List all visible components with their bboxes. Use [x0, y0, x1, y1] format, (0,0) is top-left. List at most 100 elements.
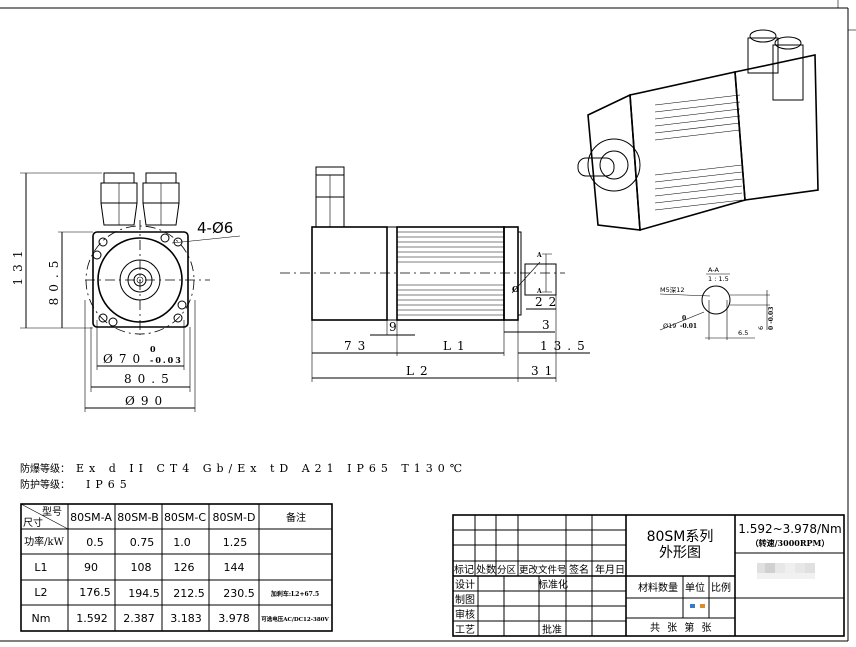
note-brake: 加刹车:L2+67.5 [270, 590, 319, 598]
front-view: 131 80.5 4-Ø6 Ø70 0 -0.03 80.5 Ø90 [11, 172, 241, 412]
dim-9: 9 [389, 320, 397, 334]
header-notes: 备注 [286, 511, 306, 524]
shaft-tol-upper: 0 [682, 315, 686, 322]
shaft-tol-lower: -0.01 [680, 323, 697, 330]
unit-label: 单位 [685, 581, 705, 594]
cell: 90 [84, 561, 98, 574]
header-80sm-d: 80SM-D [213, 511, 256, 524]
side-view: Ø A A 9 73 L1 3 13.5 22 L2 31 [280, 166, 591, 382]
rev-header-zone: 分区 [497, 565, 517, 576]
pilot-tol-lower: -0.03 [150, 355, 183, 365]
dim-131: 131 [11, 245, 25, 286]
header-80sm-b: 80SM-B [117, 511, 159, 524]
rev-header-mark: 标记 [454, 564, 474, 576]
cooling-fins [397, 231, 504, 316]
note-voltage: 可选电压AC/DC12-380V [261, 615, 329, 623]
cell: 3.978 [218, 612, 250, 625]
shaft-dia-mark: Ø [512, 284, 519, 294]
cell: 176.5 [79, 586, 111, 599]
cell: 1.25 [223, 536, 248, 549]
torque-range: 1.592~3.978/Nm [738, 522, 841, 536]
sheets-label: 共 张 第 张 [650, 621, 714, 634]
pilot-tol-upper: 0 [150, 344, 156, 354]
model-table: 型号 尺寸 80SM-A 80SM-B 80SM-C 80SM-D 备注 功率/… [20, 503, 333, 632]
role-review: 审核 [455, 608, 475, 621]
cell: 0.75 [130, 536, 155, 549]
section-scale: 1 : 1.5 [708, 275, 729, 283]
role-drafting: 制图 [455, 593, 475, 606]
role-design: 设计 [455, 578, 475, 591]
rev-header-doc: 更改文件号 [519, 564, 567, 576]
holes-label: 4-Ø6 [197, 219, 233, 237]
row-label-l2: L2 [34, 586, 47, 599]
unit-mark [700, 604, 705, 608]
shaft-dia-label: Ø19 [663, 322, 676, 330]
dim-pilot-dia: Ø70 [103, 352, 146, 366]
title-block: 标记 处数 分区 更改文件号 签名 年月日 设计 制图 审核 工艺 标准化 批准… [452, 514, 845, 637]
dim-22: 22 [535, 295, 562, 309]
row-label-power: 功率/kW [24, 535, 64, 548]
protection-value: IP65 [86, 478, 132, 491]
specs: 防爆等级： Ex d II CT4 Gb/Ex tD A21 IP65 T130… [20, 462, 467, 491]
rev-header-date: 年月日 [595, 563, 625, 576]
cell: 2.387 [123, 612, 155, 625]
dim-13-5: 13.5 [540, 339, 591, 353]
cell: 212.5 [173, 587, 205, 600]
mounting-holes [92, 233, 187, 327]
dim-L1: L1 [443, 339, 471, 353]
fins-3d [654, 94, 743, 211]
finned-body [396, 226, 505, 321]
cell: 194.5 [128, 587, 160, 600]
key-tol: 0 -0.03 [768, 307, 775, 330]
explosion-label: 防爆等级： [20, 462, 70, 475]
approve-label: 批准 [542, 623, 562, 636]
shaft [524, 263, 557, 296]
header-80sm-c: 80SM-C [164, 511, 206, 524]
section-title: A-A [708, 266, 720, 274]
drawing-title-line2: 外形图 [659, 545, 701, 561]
isometric-view [577, 29, 819, 232]
drawing-title-line1: 80SM系列 [647, 529, 714, 545]
rev-header-count: 处数 [476, 563, 496, 576]
section-mark-bottom: A [536, 288, 542, 295]
cell: 108 [131, 561, 152, 574]
dim-bolt-circle: Ø90 [125, 394, 168, 408]
material-qty-label: 材料数量 [638, 581, 678, 594]
standardize-label: 标准化 [538, 578, 568, 591]
explosion-value: Ex d II CT4 Gb/Ex tD A21 IP65 T130℃ [76, 462, 467, 475]
ratio-label: 比例 [711, 581, 731, 594]
dim-80-5-vertical: 80.5 [47, 255, 61, 306]
section-mark-top: A [536, 252, 542, 259]
rev-header-sign: 签名 [569, 563, 589, 576]
dim-80-5-horizontal: 80.5 [124, 372, 175, 386]
row-label-l1: L1 [34, 561, 47, 574]
connector-right [142, 172, 180, 226]
row-label-nm: Nm [32, 612, 51, 625]
protection-label: 防护等级： [20, 478, 70, 491]
cell: 144 [224, 561, 245, 574]
speed-label: （转速/3000RPM） [751, 538, 830, 548]
section-a-a: A-A 1 : 1.5 M5深12 0 Ø19 -0.01 6 0 -0.03 … [659, 266, 775, 340]
unit-mark [690, 604, 695, 608]
header-80sm-a: 80SM-A [70, 511, 112, 524]
thread-label: M5深12 [660, 285, 685, 294]
rear-housing [311, 226, 388, 321]
cell: 1.0 [173, 536, 191, 549]
dim-31: 31 [531, 364, 558, 378]
front-flange [92, 231, 189, 328]
front-flange-side [503, 226, 519, 321]
cell: 3.183 [170, 612, 202, 625]
dim-L2: L2 [406, 364, 434, 378]
cell: 126 [174, 561, 195, 574]
key-width: 6 [757, 326, 765, 330]
dim-73: 73 [344, 339, 371, 353]
company-logo-blurred [757, 563, 815, 579]
role-process: 工艺 [455, 624, 475, 636]
corner-model: 型号 [42, 505, 62, 518]
connector-left [100, 172, 138, 226]
key-depth: 6.5 [738, 329, 748, 337]
cell: 1.592 [76, 612, 108, 625]
dim-3: 3 [542, 318, 556, 332]
